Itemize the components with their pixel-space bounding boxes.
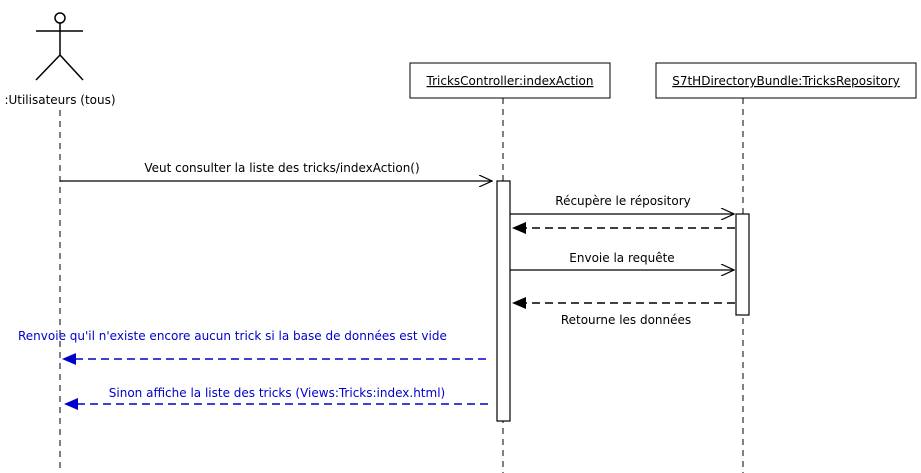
return-liste-label: Sinon affiche la liste des tricks (Views…: [109, 386, 445, 400]
actor-head-icon: [54, 12, 66, 24]
activation-controller: [496, 180, 511, 422]
message-envoie-requete: Envoie la requête: [510, 251, 734, 270]
message-consulter: Veut consulter la liste des tricks/index…: [60, 161, 492, 181]
activation-repository: [735, 213, 750, 316]
message-recupere: Récupère le répository: [510, 194, 734, 214]
participant-controller: TricksController:indexAction: [409, 62, 611, 99]
participant-repository: S7tHDirectoryBundle:TricksRepository: [655, 62, 917, 99]
return-vide-label: Renvoie qu'il n'existe encore aucun tric…: [18, 329, 447, 343]
message-envoie-requete-label: Envoie la requête: [569, 251, 674, 265]
participant-controller-label: TricksController:indexAction: [426, 74, 594, 88]
return-vide: Renvoie qu'il n'existe encore aucun tric…: [18, 329, 486, 365]
message-consulter-label: Veut consulter la liste des tricks/index…: [144, 161, 419, 175]
participant-repository-label: S7tHDirectoryBundle:TricksRepository: [672, 74, 900, 88]
return-donnees-label: Retourne les données: [561, 313, 691, 327]
actor-label: :Utilisateurs (tous): [4, 93, 115, 107]
return-donnees: Retourne les données: [512, 297, 735, 327]
return-liste: Sinon affiche la liste des tricks (Views…: [64, 386, 488, 410]
actor-utilisateurs: :Utilisateurs (tous): [4, 12, 116, 107]
message-recupere-label: Récupère le répository: [555, 194, 690, 208]
